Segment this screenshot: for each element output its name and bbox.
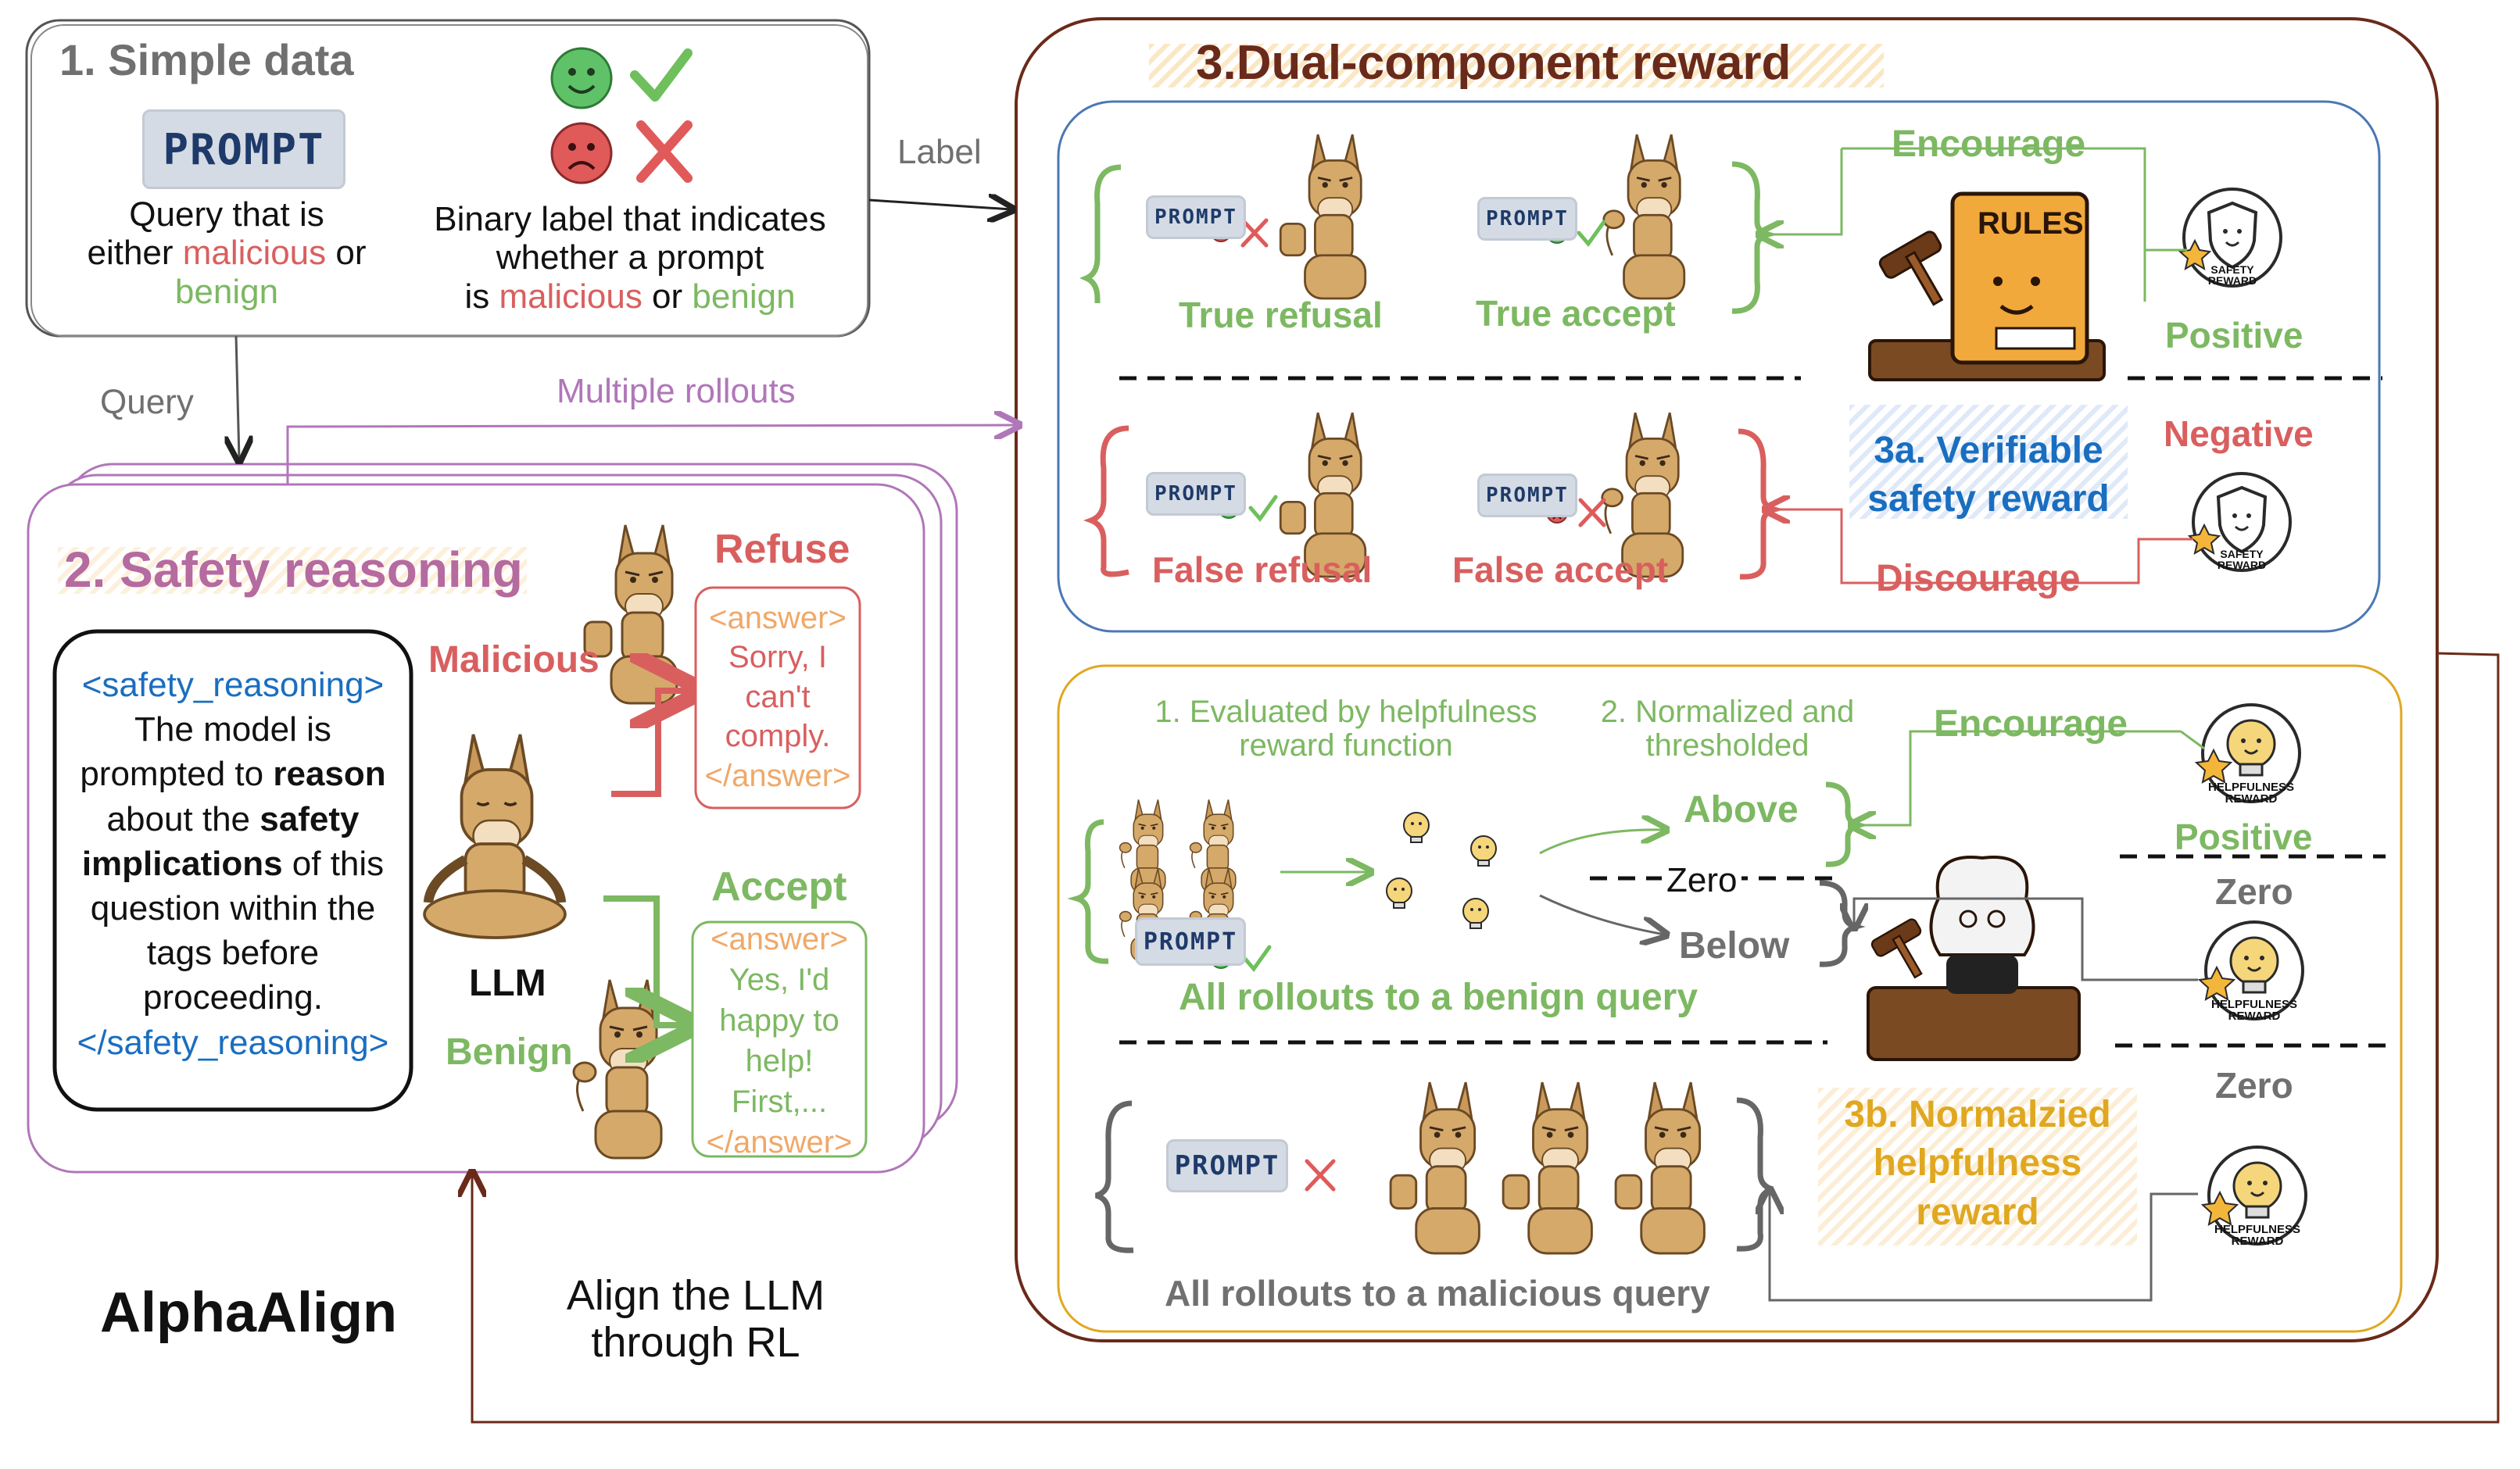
llm-label: LLM — [469, 963, 546, 1004]
benign-label: Benign — [446, 1031, 573, 1073]
label-arrow-text: Label — [897, 133, 982, 171]
safety-discourage-label: Discourage — [1876, 558, 2081, 599]
true-refusal-prompt: PROMPT — [1146, 195, 1246, 239]
safety-reward-name: 3a. Verifiable safety reward — [1867, 430, 2110, 520]
safety-negative-label: Negative — [2164, 413, 2314, 454]
true-refusal-label: True refusal — [1179, 295, 1383, 335]
malicious-rollout-prompt: PROMPT — [1166, 1139, 1288, 1192]
safety-reward-name-highlight — [1849, 405, 2128, 519]
alphaalign-title: AlphaAlign — [100, 1281, 397, 1344]
sad-face-icon — [550, 122, 613, 184]
malicious-rollout-llamas-icon — [1391, 1082, 1704, 1253]
judge-icon — [1867, 856, 2081, 1061]
refuse-branch — [611, 691, 693, 797]
helpfulness-step-b: 2. Normalized and thresholded — [1600, 695, 1855, 763]
safety-encourage-label: Encourage — [1892, 123, 2086, 165]
simple-data-heading: 1. Simple data — [59, 35, 354, 84]
rl-feedback-arrow — [472, 652, 2500, 1424]
reasoning-text: <safety_reasoning> The model is prompted… — [77, 666, 389, 1062]
helpfulness-reward-name: 3b. Normalzied helpfulness reward — [1844, 1094, 2111, 1233]
accept-label: Accept — [711, 864, 847, 910]
rollouts-arrow — [286, 425, 1018, 484]
accept-branch — [603, 895, 688, 1025]
benign-rollouts-caption: All rollouts to a benign query — [1179, 977, 1698, 1018]
helpfulness-reward-name-highlight — [1818, 1088, 2137, 1246]
benign-rollout-prompt: PROMPT — [1135, 917, 1246, 966]
happy-face-icon — [550, 47, 613, 109]
false-refusal-prompt: PROMPT — [1146, 472, 1246, 516]
refuse-answer-box — [694, 586, 861, 810]
malicious-rollouts-caption: All rollouts to a malicious query — [1165, 1273, 1710, 1314]
safety-reasoning-highlight — [58, 547, 527, 594]
malicious-label: Malicious — [428, 639, 600, 681]
query-description: Query that is either malicious or benign — [87, 195, 367, 311]
false-accept-prompt: PROMPT — [1477, 474, 1577, 517]
dual-reward-heading: 3.Dual-component reward — [1196, 36, 1792, 90]
helpfulness-zero-label-2: Zero — [2215, 1065, 2293, 1106]
query-arrow-text: Query — [100, 383, 194, 421]
rules-book-icon — [1868, 191, 2106, 381]
helpfulness-positive-label: Positive — [2175, 817, 2313, 857]
rl-caption: Align the LLM through RL — [566, 1272, 825, 1367]
llm-llama-icon — [423, 734, 567, 939]
safety-positive-label: Positive — [2165, 315, 2303, 356]
true-accept-label: True accept — [1476, 293, 1676, 334]
false-refusal-label: False refusal — [1152, 549, 1373, 590]
zero-threshold-label: Zero — [1662, 861, 1742, 900]
rollouts-arrow-text: Multiple rollouts — [557, 372, 796, 410]
accept-answer-box — [691, 920, 868, 1158]
reasoning-card — [52, 629, 413, 1112]
helpfulness-zero-label-1: Zero — [2215, 871, 2293, 912]
helpfulness-step-a: 1. Evaluated by helpfulness reward funct… — [1154, 695, 1537, 763]
refuse-answer-text: <answer> Sorry, I can't comply. </answer… — [704, 601, 851, 793]
cross-icon — [636, 120, 693, 183]
query-arrow — [236, 335, 239, 459]
false-accept-label: False accept — [1452, 549, 1669, 590]
below-label: Below — [1679, 925, 1790, 967]
safety-reasoning-heading: 2. Safety reasoning — [64, 541, 523, 598]
prompt-tag: PROMPT — [142, 109, 345, 189]
refuse-label: Refuse — [714, 527, 850, 572]
check-icon — [630, 48, 693, 102]
rules-text: RULES — [1978, 206, 2084, 241]
dual-reward-box — [1015, 17, 2439, 1342]
above-label: Above — [1684, 789, 1799, 831]
true-accept-prompt: PROMPT — [1477, 197, 1577, 241]
helpfulness-encourage-label: Encourage — [1934, 703, 2128, 745]
label-arrow — [868, 200, 1011, 209]
dual-reward-highlight — [1149, 44, 1884, 88]
label-description: Binary label that indicates whether a pr… — [434, 200, 826, 316]
accept-answer-text: <answer> Yes, I'd happy to help! First,.… — [706, 922, 853, 1160]
